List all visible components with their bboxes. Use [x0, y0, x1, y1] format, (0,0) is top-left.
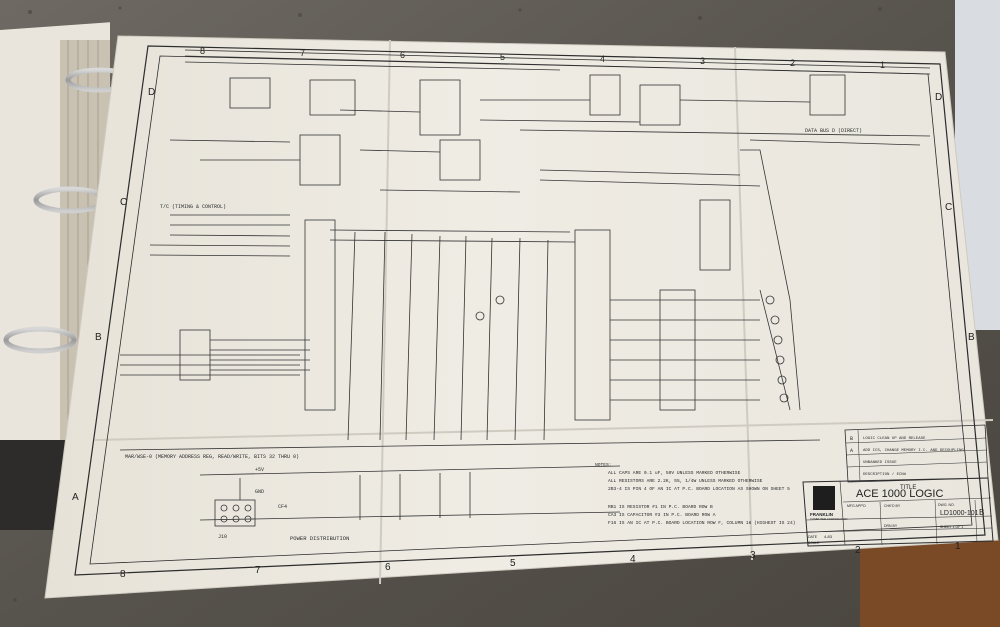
note-1: ALL CAPS ARE 0.1 uF, 50V UNLESS MARKED O… — [608, 470, 741, 476]
title-block: FRANKLIN COMPUTER CORPORATION TITLE ACE … — [802, 477, 994, 547]
rev-row-1-rev: B — [850, 436, 853, 442]
power-connector-pins — [220, 504, 252, 523]
company-name: FRANKLIN — [810, 512, 833, 517]
company-subtitle: COMPUTER CORPORATION — [810, 517, 847, 521]
zone-col-8: 8 — [200, 46, 205, 56]
zone-col-2: 2 — [790, 58, 795, 68]
zone-row-b-right: B — [968, 332, 975, 343]
revision-letter: B — [979, 508, 984, 517]
notes-block: NOTES: ALL CAPS ARE 0.1 uF, 50V UNLESS M… — [595, 462, 795, 526]
schematic-sheet — [44, 35, 999, 599]
schematic-wiring — [119, 49, 931, 527]
zone-col-4-bottom: 4 — [630, 554, 636, 565]
rev-row-2-desc: ADD ICS, CHANGE MEMORY I.C. AND DECOUPLI… — [863, 449, 964, 453]
drawing-title: ACE 1000 LOGIC — [856, 488, 943, 500]
drawing-border — [74, 45, 986, 576]
drawn-label: DRN BY — [884, 524, 898, 528]
zone-col-5-bottom: 5 — [510, 558, 516, 569]
binder-ring-3 — [3, 326, 77, 354]
zone-rows: D C B A D C B — [72, 87, 975, 503]
note-4: RB1 IS RESISTOR #1 IN P.C. BOARD ROW B — [608, 504, 713, 510]
zone-row-d-right: D — [935, 92, 942, 103]
rev-row-4-desc: DESCRIPTION / ECN# — [863, 472, 907, 477]
vcc-label: +5V — [255, 467, 264, 473]
zone-row-c-right: C — [945, 202, 952, 213]
rev-row-3-desc: UNBANKED ISSUE — [863, 461, 897, 465]
cap-label: CF4 — [278, 504, 287, 510]
scale-label: SCALE — [808, 541, 820, 545]
rev-row-1-desc: LOGIC CLEAN UP AND RELEASE — [863, 437, 926, 441]
date-value: 4-83 — [824, 534, 833, 539]
zone-col-1: 1 — [880, 60, 885, 70]
franklin-logo-mark — [813, 486, 835, 510]
mfg-label: MFG APP'D — [847, 504, 866, 508]
zone-col-6-bottom: 6 — [385, 562, 391, 573]
date-label: DATE — [808, 535, 818, 539]
test-point-circles — [475, 295, 789, 403]
zone-col-4: 4 — [600, 54, 605, 64]
wood-surface — [860, 540, 1000, 627]
connector-label: J10 — [218, 534, 227, 540]
zone-col-3: 3 — [700, 56, 705, 66]
note-2: ALL RESISTORS ARE 2.2K, 5%, 1/4W UNLESS … — [608, 478, 763, 484]
zone-col-2-bottom: 2 — [855, 545, 861, 556]
notes-heading: NOTES: — [595, 462, 612, 468]
title-heading: TITLE — [900, 485, 916, 491]
chkd-label: CHK'D BY — [884, 504, 901, 508]
zone-columns-bottom: 8 7 6 5 4 3 2 1 — [120, 541, 961, 580]
zone-row-d: D — [148, 87, 155, 98]
sheet-label: SHEET 1 OF 1 — [940, 525, 963, 529]
rev-row-2-rev: A — [850, 448, 853, 454]
zone-col-5: 5 — [500, 52, 505, 62]
gnd-label: GND — [255, 489, 264, 495]
bus-label: DATA BUS D (DIRECT) — [805, 128, 862, 134]
zone-col-1-bottom: 1 — [955, 541, 961, 552]
power-distribution-label: POWER DISTRIBUTION — [290, 535, 349, 542]
zone-col-3-bottom: 3 — [750, 550, 756, 561]
zone-col-8-bottom: 8 — [120, 569, 126, 580]
note-5: CA3 IS CAPACITOR #3 IN P.C. BOARD ROW A — [608, 512, 716, 518]
drawing-number: LD1000-101 — [940, 510, 979, 517]
note-6: F16 IS AN IC AT P.C. BOARD LOCATION ROW … — [608, 520, 795, 526]
zone-col-7-bottom: 7 — [255, 565, 261, 576]
note-3: 2B3-4 IS PIN 4 OF AN IC AT P.C. BOARD LO… — [608, 486, 790, 492]
timing-label: T/C (TIMING & CONTROL) — [160, 204, 226, 210]
zone-row-c: C — [120, 197, 127, 208]
dwg-no-label: DWG. NO. — [938, 503, 955, 507]
memory-label: MAR/WSE-0 (MEMORY ADDRESS REG, READ/WRIT… — [125, 454, 299, 460]
zone-row-b: B — [95, 332, 102, 343]
zone-row-a: A — [72, 492, 79, 503]
